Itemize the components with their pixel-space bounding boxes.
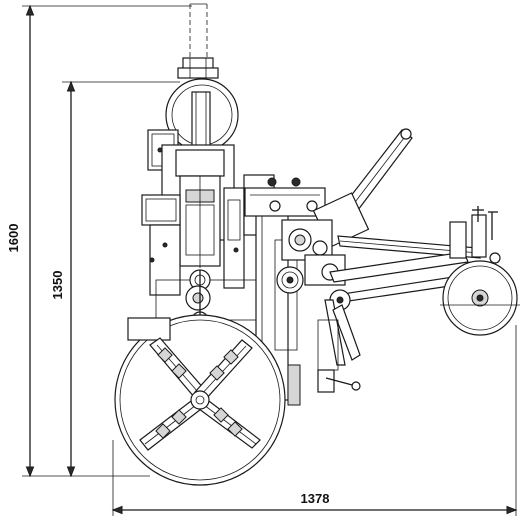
dimension-overall-width: 1378 xyxy=(111,325,518,516)
dim-label-1600: 1600 xyxy=(6,224,21,253)
chuck-jaw-ne xyxy=(194,339,253,401)
dim-label-1378: 1378 xyxy=(301,491,330,506)
four-jaw-chuck xyxy=(114,314,286,486)
dimension-height-to-chuck: 1350 xyxy=(50,80,180,478)
dimension-overall-height: 1600 xyxy=(6,4,192,478)
dim-label-1350: 1350 xyxy=(50,271,65,300)
lever-mechanism xyxy=(244,128,413,248)
top-mast xyxy=(177,3,219,79)
trolley-wheel xyxy=(440,260,520,336)
chuck-jaw-nw xyxy=(149,337,206,399)
trolley-frame xyxy=(329,206,501,303)
chuck-jaw-sw xyxy=(139,397,206,451)
crank-handle xyxy=(317,289,361,393)
